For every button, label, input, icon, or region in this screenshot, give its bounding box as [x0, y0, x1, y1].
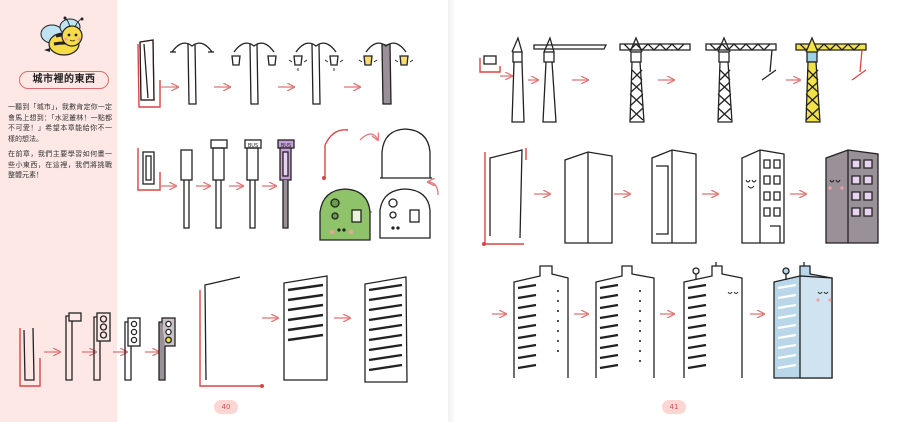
- bee-icon: [40, 16, 84, 56]
- chapter-title: 城市裡的東西: [19, 71, 109, 89]
- bus-stop-steps: BUS BUS: [137, 139, 295, 229]
- bus-sign-label-2: BUS: [281, 143, 291, 149]
- traffic-light-steps: [19, 312, 176, 387]
- office-building-steps: [482, 148, 879, 246]
- recycle-bin-steps: [319, 128, 439, 241]
- page-number-right: 41: [662, 400, 686, 414]
- tall-building-steps-left: [199, 275, 408, 388]
- book-gutter: [448, 0, 454, 422]
- intro-paragraph-2: 在前章，我們主要學習如何畫一些小東西，在這裡，我們將挑戰整體元素！: [8, 150, 112, 179]
- street-lamp-steps: [137, 39, 414, 108]
- intro-text: 一聽到「城市」，我數肯定你一定會馬上想到：「水泥叢林！一點都不可愛！」希望本章能…: [8, 102, 112, 186]
- crane-steps: [479, 36, 867, 123]
- bus-sign-label-1: BUS: [248, 143, 258, 149]
- intro-paragraph-1: 一聽到「城市」，我數肯定你一定會馬上想到：「水泥叢林！一點都不可愛！」希望本章能…: [8, 103, 112, 143]
- highrise-steps: [492, 262, 833, 379]
- page-number-left: 40: [214, 400, 238, 414]
